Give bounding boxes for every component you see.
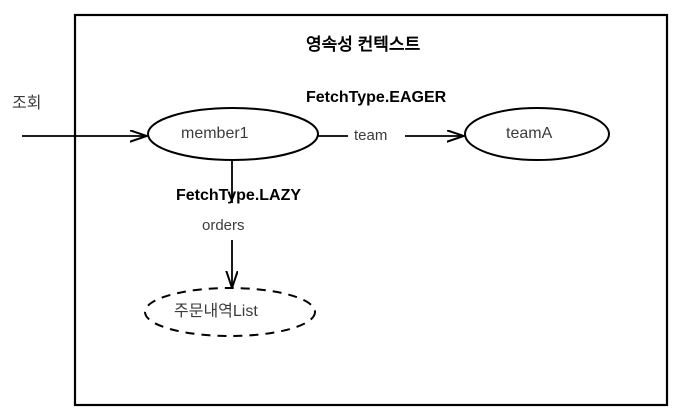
edge-member-team-fetchtype-label: FetchType.EAGER xyxy=(306,89,447,106)
node-teama-shape xyxy=(464,107,610,161)
node-member1-label: member1 xyxy=(181,125,249,142)
query-entry-label: 조회 xyxy=(12,95,42,112)
edge-member-orders-field-label: orders xyxy=(202,217,245,234)
node-member1-shape xyxy=(147,107,319,161)
node-teama-label: teamA xyxy=(506,125,553,142)
persistence-context-title: 영속성 컨텍스트 xyxy=(306,35,421,54)
persistence-context-box xyxy=(73,13,669,407)
node-orderslist-label: 주문내역List xyxy=(174,303,258,320)
edge-member-team-field-label: team xyxy=(354,127,388,144)
edge-member-orders-fetchtype-label: FetchType.LAZY xyxy=(176,187,302,204)
